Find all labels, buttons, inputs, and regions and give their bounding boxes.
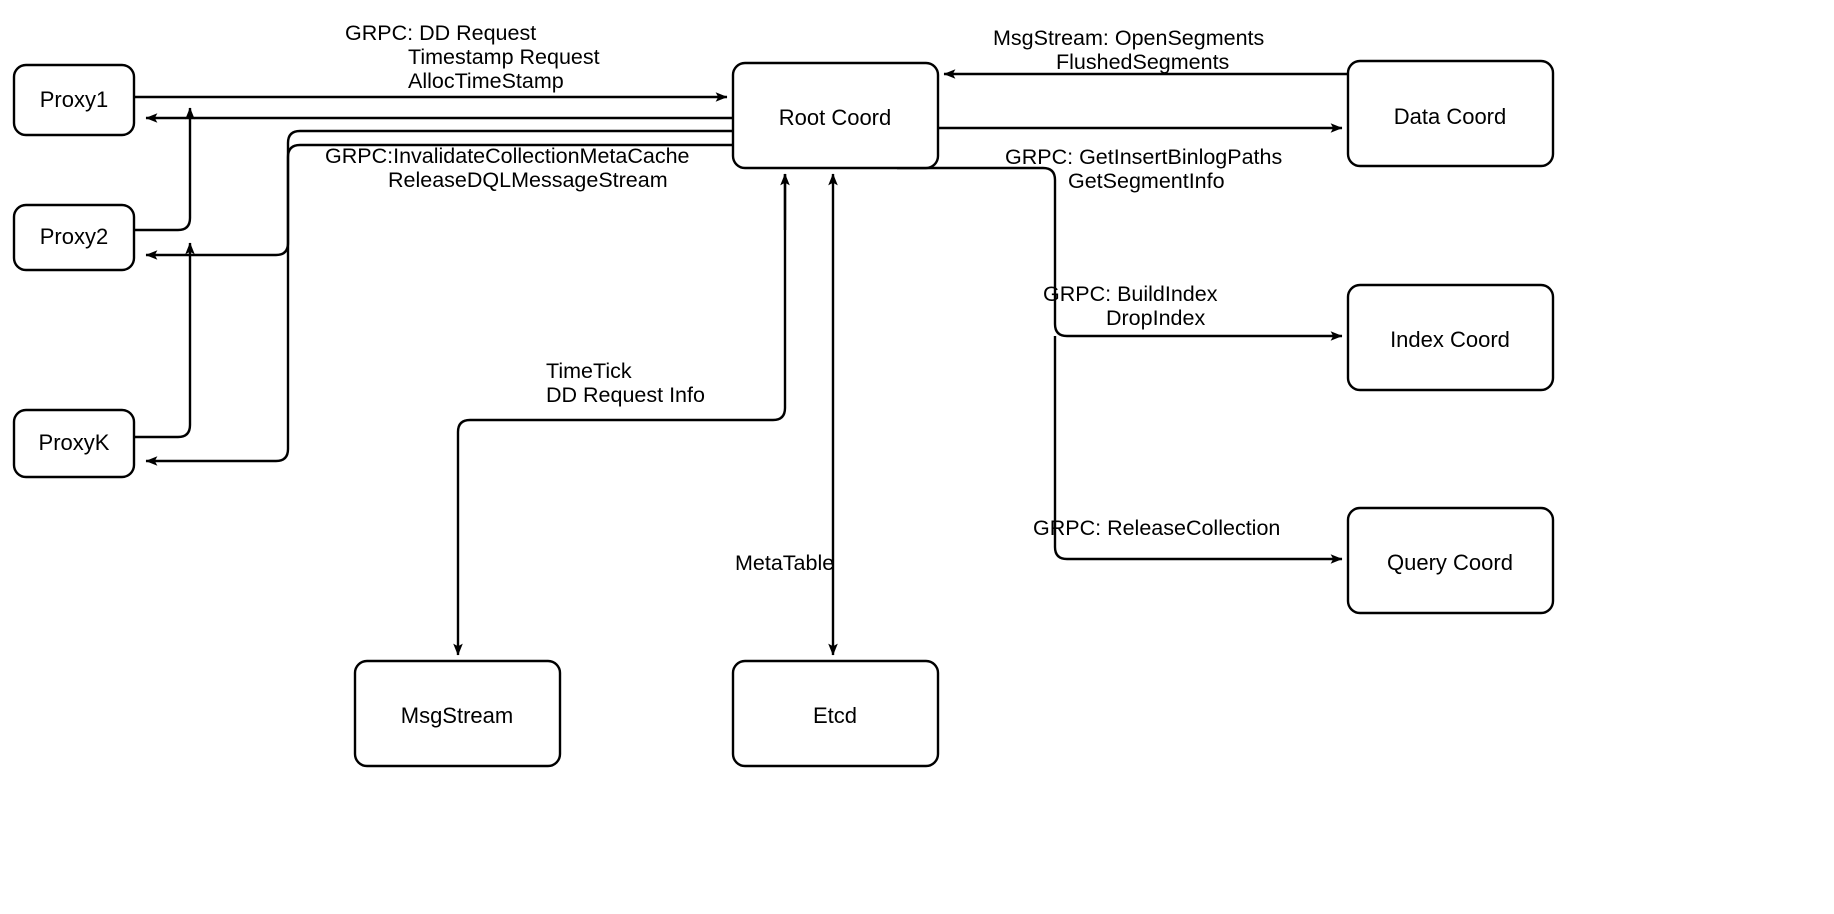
edge-label-line: GRPC: BuildIndex: [1043, 282, 1218, 306]
edge-label-line: ReleaseDQLMessageStream: [388, 168, 668, 192]
node-etcd[interactable]: Etcd: [731, 659, 940, 768]
node-querycoord-label: Query Coord: [1387, 550, 1513, 575]
edge-label-line: MetaTable: [735, 551, 834, 575]
node-proxyk-box[interactable]: [12, 408, 136, 479]
edge-label-line: GetSegmentInfo: [1068, 169, 1225, 193]
nodes-layer: Proxy1 Proxy2 ProxyK Root Coord Data Coo…: [12, 59, 1555, 768]
node-datacoord-label: Data Coord: [1394, 104, 1507, 129]
node-rootcoord-box[interactable]: [731, 61, 940, 170]
edge-label-root-to-datacoord: GRPC: GetInsertBinlogPaths GetSegmentInf…: [1005, 145, 1282, 193]
node-indexcoord-box[interactable]: [1346, 283, 1555, 392]
node-proxy1-label: Proxy1: [40, 87, 108, 112]
edge-label-line: GRPC: ReleaseCollection: [1033, 516, 1280, 540]
edge-rootcoord-to-msgstream: [453, 174, 787, 656]
edges-layer: [134, 69, 1348, 656]
edge-rootcoord-to-proxyk: [145, 143, 733, 466]
edge-rootcoord-to-querycoord: [1053, 336, 1343, 564]
edge-label-line: MsgStream: OpenSegments: [993, 26, 1264, 50]
edge-label-root-to-etcd: MetaTable: [735, 551, 834, 575]
edge-label-line: Timestamp Request: [408, 45, 600, 69]
node-rootcoord-label: Root Coord: [779, 105, 892, 130]
node-etcd-label: Etcd: [813, 703, 857, 728]
node-etcd-box[interactable]: [731, 659, 940, 768]
node-querycoord[interactable]: Query Coord: [1346, 506, 1555, 615]
node-indexcoord-label: Index Coord: [1390, 327, 1510, 352]
node-msgstream-label: MsgStream: [401, 703, 513, 728]
node-datacoord-box[interactable]: [1346, 59, 1555, 168]
edge-proxyk-to-trunk: [134, 242, 195, 439]
node-indexcoord[interactable]: Index Coord: [1346, 283, 1555, 392]
node-proxy1[interactable]: Proxy1: [12, 63, 136, 137]
node-msgstream[interactable]: MsgStream: [353, 659, 562, 768]
edge-label-line: DropIndex: [1106, 306, 1205, 330]
node-proxy2[interactable]: Proxy2: [12, 203, 136, 272]
node-proxyk[interactable]: ProxyK: [12, 408, 136, 479]
edge-label-root-to-proxy: GRPC:InvalidateCollectionMetaCache Relea…: [325, 144, 689, 192]
edge-label-proxy-to-root: GRPC: DD Request Timestamp Request Alloc…: [345, 21, 600, 93]
edge-proxy2-to-trunk: [134, 107, 195, 232]
edge-label-datacoord-to-root: MsgStream: OpenSegments FlushedSegments: [993, 26, 1264, 74]
edge-label-line: GRPC: GetInsertBinlogPaths: [1005, 145, 1282, 169]
edge-label-line: GRPC: DD Request: [345, 21, 536, 45]
node-proxy1-box[interactable]: [12, 63, 136, 137]
edge-label-line: AllocTimeStamp: [408, 69, 564, 93]
edge-label-root-to-msgstream: TimeTick DD Request Info: [546, 359, 705, 407]
edge-rootcoord-to-indexcoord: [897, 166, 1343, 341]
edge-label-root-to-indexcoord: GRPC: BuildIndex DropIndex: [1043, 282, 1218, 330]
edge-label-line: FlushedSegments: [1056, 50, 1229, 74]
node-proxyk-label: ProxyK: [39, 430, 110, 455]
node-msgstream-box[interactable]: [353, 659, 562, 768]
node-datacoord[interactable]: Data Coord: [1346, 59, 1555, 168]
edge-label-root-to-querycoord: GRPC: ReleaseCollection: [1033, 516, 1280, 540]
edge-label-line: DD Request Info: [546, 383, 705, 407]
edge-label-line: TimeTick: [546, 359, 632, 383]
node-proxy2-box[interactable]: [12, 203, 136, 272]
edge-labels-layer: GRPC: DD Request Timestamp Request Alloc…: [325, 21, 1282, 575]
edge-label-line: GRPC:InvalidateCollectionMetaCache: [325, 144, 689, 168]
node-rootcoord[interactable]: Root Coord: [731, 61, 940, 170]
node-querycoord-box[interactable]: [1346, 506, 1555, 615]
node-proxy2-label: Proxy2: [40, 224, 108, 249]
